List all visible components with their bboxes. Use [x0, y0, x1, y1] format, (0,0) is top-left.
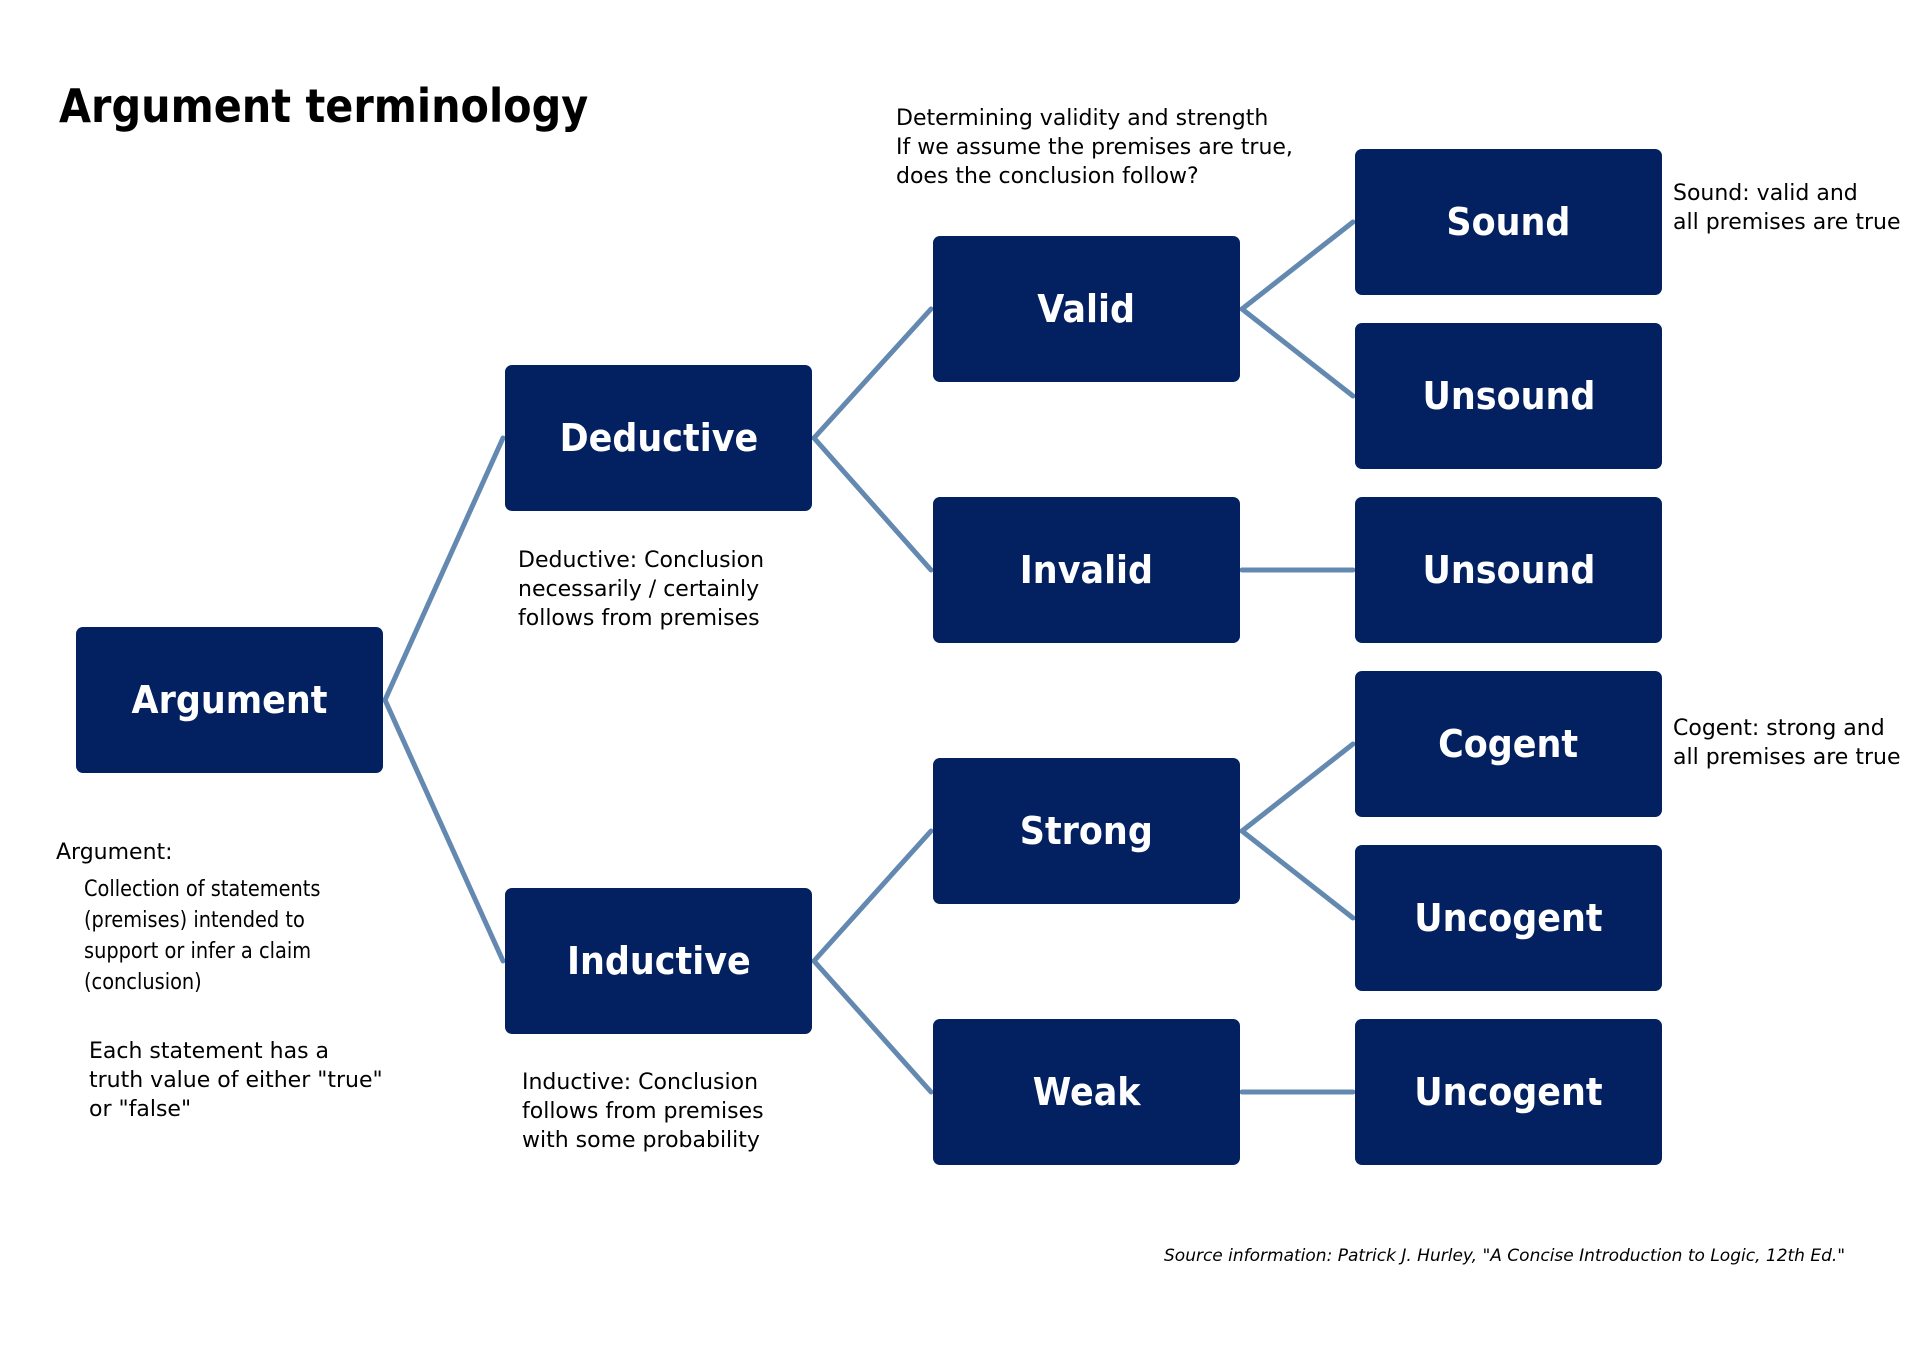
argument-heading: Argument:	[56, 838, 173, 867]
node-argument-label: Argument	[131, 678, 328, 722]
node-argument: Argument	[76, 627, 383, 773]
node-uncogent-strong-label: Uncogent	[1414, 896, 1603, 940]
node-deductive: Deductive	[505, 365, 812, 511]
cogent-note-line: Cogent: strong and	[1673, 716, 1885, 741]
connector-strong-to-uncogent_strong	[1239, 828, 1356, 921]
source-citation: Source information: Patrick J. Hurley, "…	[1164, 1246, 1846, 1266]
cogent-note-line: all premises are true	[1673, 745, 1901, 770]
sound-note: Sound: valid and all premises are true	[1673, 179, 1900, 237]
connector-valid-to-sound	[1239, 219, 1356, 312]
inductive-note-line: Inductive: Conclusion	[522, 1070, 759, 1095]
sound-note-line: Sound: valid and	[1673, 181, 1858, 206]
connector-strong-to-cogent	[1239, 741, 1356, 834]
node-cogent-label: Cogent	[1438, 722, 1579, 766]
node-sound-label: Sound	[1446, 200, 1571, 244]
truth-value-note-line: Each statement has a	[89, 1039, 330, 1064]
node-cogent: Cogent	[1355, 671, 1662, 817]
deductive-note-line: Deductive: Conclusion	[518, 548, 765, 573]
node-unsound-valid: Unsound	[1355, 323, 1662, 469]
connector-deductive-to-valid	[811, 306, 934, 441]
argument-definition-line: (conclusion)	[84, 970, 202, 995]
deductive-note-line: follows from premises	[518, 606, 760, 631]
inductive-note-line: with some probability	[522, 1128, 760, 1153]
node-valid: Valid	[933, 236, 1240, 382]
node-valid-label: Valid	[1037, 287, 1136, 331]
node-uncogent-strong: Uncogent	[1355, 845, 1662, 991]
inductive-note-line: follows from premises	[522, 1099, 764, 1124]
node-strong-label: Strong	[1019, 809, 1154, 853]
node-invalid: Invalid	[933, 497, 1240, 643]
argument-definition-line: (premises) intended to	[84, 908, 305, 933]
cogent-note: Cogent: strong and all premises are true	[1673, 714, 1900, 772]
connector-deductive-to-invalid	[811, 435, 934, 573]
connector-argument-to-inductive	[382, 697, 506, 964]
node-uncogent-weak-label: Uncogent	[1414, 1070, 1603, 1114]
sound-note-line: all premises are true	[1673, 210, 1901, 235]
node-uncogent-weak: Uncogent	[1355, 1019, 1662, 1165]
argument-heading-text: Argument:	[56, 840, 173, 865]
deductive-note-line: necessarily / certainly	[518, 577, 760, 602]
truth-value-note-line: truth value of either "true"	[89, 1068, 383, 1093]
connector-inductive-to-strong	[811, 828, 934, 964]
diagram-title: Argument terminology	[59, 79, 589, 133]
connector-inductive-to-weak	[811, 958, 934, 1095]
node-deductive-label: Deductive	[559, 416, 758, 460]
node-weak-label: Weak	[1032, 1070, 1141, 1114]
node-unsound-invalid: Unsound	[1355, 497, 1662, 643]
validity-note-line: Determining validity and strength	[896, 106, 1269, 131]
validity-note-line: does the conclusion follow?	[896, 164, 1199, 189]
node-inductive-label: Inductive	[566, 939, 751, 983]
validity-note: Determining validity and strength If we …	[896, 104, 1293, 191]
argument-definition-line: Collection of statements	[84, 877, 321, 902]
node-unsound-valid-label: Unsound	[1422, 374, 1595, 418]
truth-value-note-line: or "false"	[89, 1097, 192, 1122]
connector-valid-to-unsound_valid	[1239, 306, 1356, 399]
node-sound: Sound	[1355, 149, 1662, 295]
node-weak: Weak	[933, 1019, 1240, 1165]
truth-value-note: Each statement has a truth value of eith…	[89, 1037, 383, 1124]
node-strong: Strong	[933, 758, 1240, 904]
node-unsound-invalid-label: Unsound	[1422, 548, 1595, 592]
connector-argument-to-deductive	[382, 435, 506, 703]
inductive-note: Inductive: Conclusion follows from premi…	[522, 1068, 764, 1155]
validity-note-line: If we assume the premises are true,	[896, 135, 1293, 160]
deductive-note: Deductive: Conclusion necessarily / cert…	[518, 546, 764, 633]
argument-definition-line: support or infer a claim	[84, 939, 312, 964]
node-invalid-label: Invalid	[1019, 548, 1154, 592]
node-inductive: Inductive	[505, 888, 812, 1034]
argument-definition: Collection of statements (premises) inte…	[84, 874, 353, 998]
